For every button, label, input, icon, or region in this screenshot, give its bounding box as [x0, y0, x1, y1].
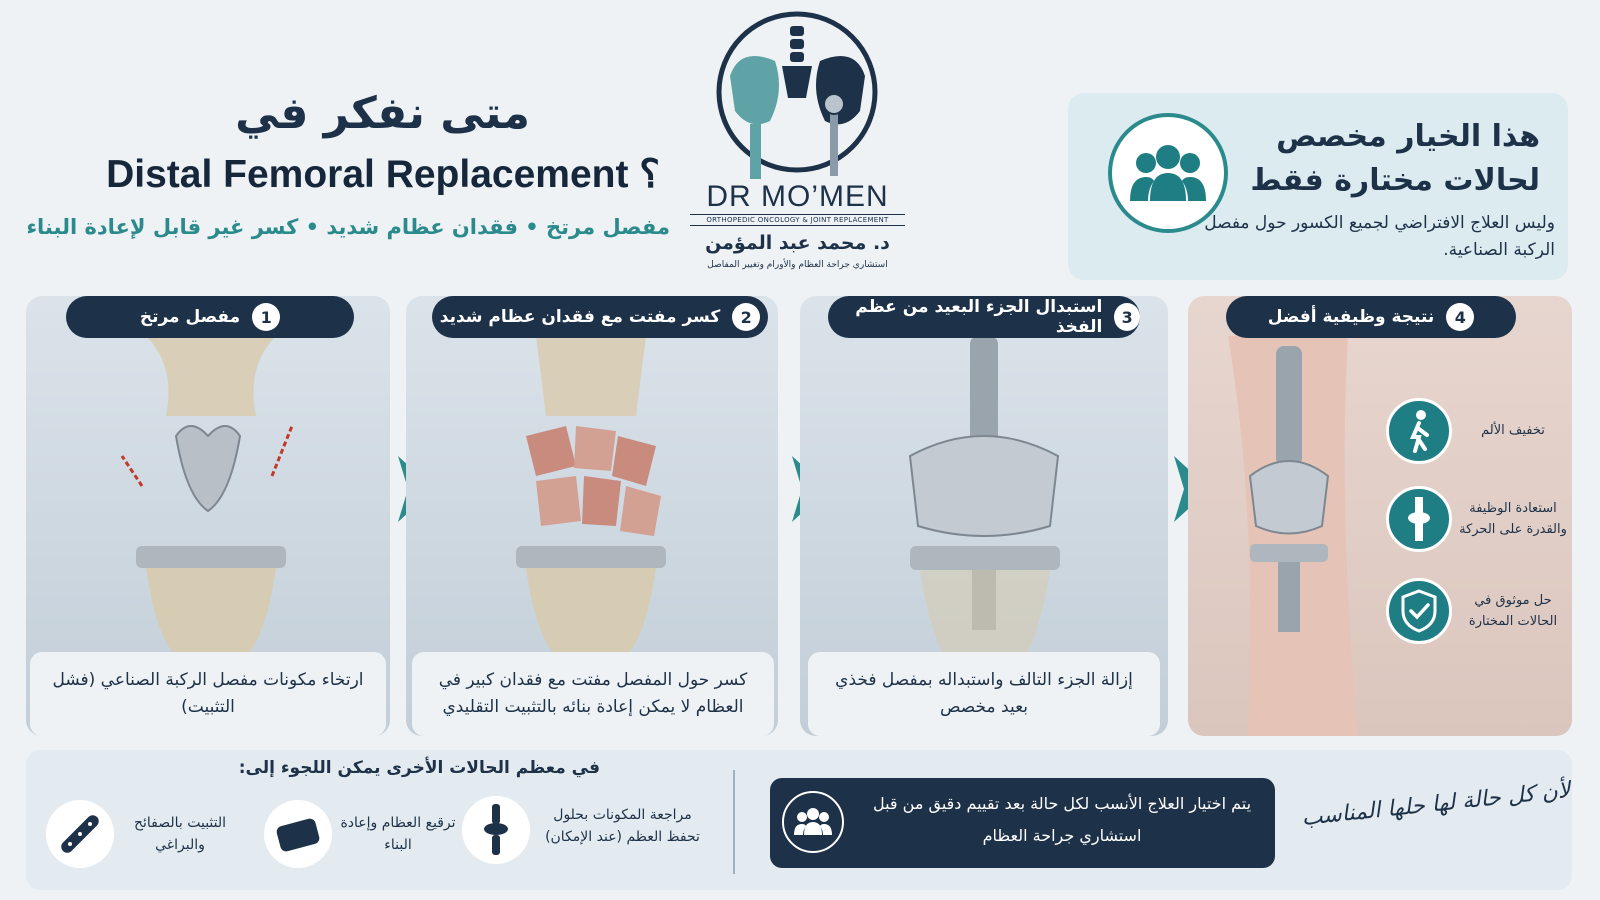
info-title: هذا الخيار مخصص لحالات مختارة فقط	[1250, 119, 1540, 198]
benefit-3-text: حل موثوق في الحالات المختارة	[1468, 593, 1558, 629]
knee-joint-icon	[1386, 486, 1452, 552]
distal-femur-implant-illustration	[908, 336, 1060, 666]
divider	[733, 770, 735, 874]
alternatives-title: في معظم الحالات الأخرى يمكن اللجوء إلى:	[238, 758, 600, 778]
bone-graft-icon	[264, 800, 332, 868]
step-3-caption: إزالة الجزء التالف واستبداله بمفصل فخذي …	[808, 652, 1160, 736]
step-2-caption: كسر حول المفصل مفتت مع فقدان كبير في الع…	[412, 652, 774, 736]
page-subtitle: مفصل مرتخ • فقدان عظام شديد • كسر غير قا…	[26, 215, 670, 239]
step-3-label: استبدال الجزء البعيد من عظم الفخذ	[855, 297, 1103, 337]
step-1-pill: 1 مفصل مرتخ	[66, 296, 354, 338]
step-2-pill: 2 كسر مفتت مع فقدان عظام شديد	[432, 296, 768, 338]
step-4-number: 4	[1446, 303, 1475, 331]
step-3-pill: 3 استبدال الجزء البعيد من عظم الفخذ	[828, 296, 1140, 338]
step-2-label: كسر مفتت مع فقدان عظام شديد	[439, 307, 721, 327]
info-text: وليس العلاج الافتراضي لجميع الكسور حول م…	[1204, 213, 1555, 260]
step-1-caption: ارتخاء مكونات مفصل الركبة الصناعي (فشل ا…	[30, 652, 386, 736]
walking-person-icon	[1386, 398, 1452, 464]
loose-knee-illustration	[120, 336, 294, 656]
benefit-1-text: تخفيف الألم	[1481, 423, 1545, 438]
alternative-3-text: التثبيت بالصفائح والبراغي	[133, 815, 227, 853]
decision-text: يتم اختيار العلاج الأنسب لكل حالة بعد تق…	[872, 794, 1252, 845]
step-panel-4	[1188, 296, 1572, 736]
step-2-number: 2	[732, 303, 761, 331]
alternative-2-text: ترقيع العظام وإعادة البناء	[340, 815, 456, 853]
leg-with-implant-illustration	[1228, 336, 1358, 736]
group-people-icon	[1108, 113, 1228, 233]
step-4-label: نتيجة وظيفية أفضل	[1267, 307, 1435, 327]
logo-pelvis-icon	[716, 11, 878, 179]
step-4-pill: 4 نتيجة وظيفية أفضل	[1226, 296, 1516, 338]
bone-joint-icon	[462, 796, 530, 864]
page-title-line2: Distal Femoral Replacement ؟	[106, 153, 660, 196]
shield-check-icon	[1386, 578, 1452, 644]
step-1-number: 1	[252, 303, 281, 331]
comminuted-fracture-illustration	[516, 336, 666, 656]
plate-screws-icon	[46, 800, 114, 868]
logo-arabic-name: د. محمد عبد المؤمن	[705, 232, 890, 254]
logo-name: DR MO’MEN	[706, 180, 889, 213]
page-title-line1: متى نفكر في	[235, 88, 530, 139]
step-3-number: 3	[1114, 303, 1140, 331]
group-people-icon	[782, 791, 844, 853]
decision-card	[770, 778, 1275, 868]
alternative-1-text: مراجعة المكونات بحلول تحفظ العظم (عند ال…	[545, 807, 700, 845]
logo-arabic-title: استشاري جراحة العظام والأورام وتغيير الم…	[707, 260, 888, 270]
step-1-label: مفصل مرتخ	[139, 307, 241, 327]
logo-tagline: ORTHOPEDIC ONCOLOGY & JOINT REPLACEMENT	[690, 214, 905, 226]
benefit-2-text: استعادة الوظيفة والقدرة على الحركة	[1459, 501, 1567, 537]
